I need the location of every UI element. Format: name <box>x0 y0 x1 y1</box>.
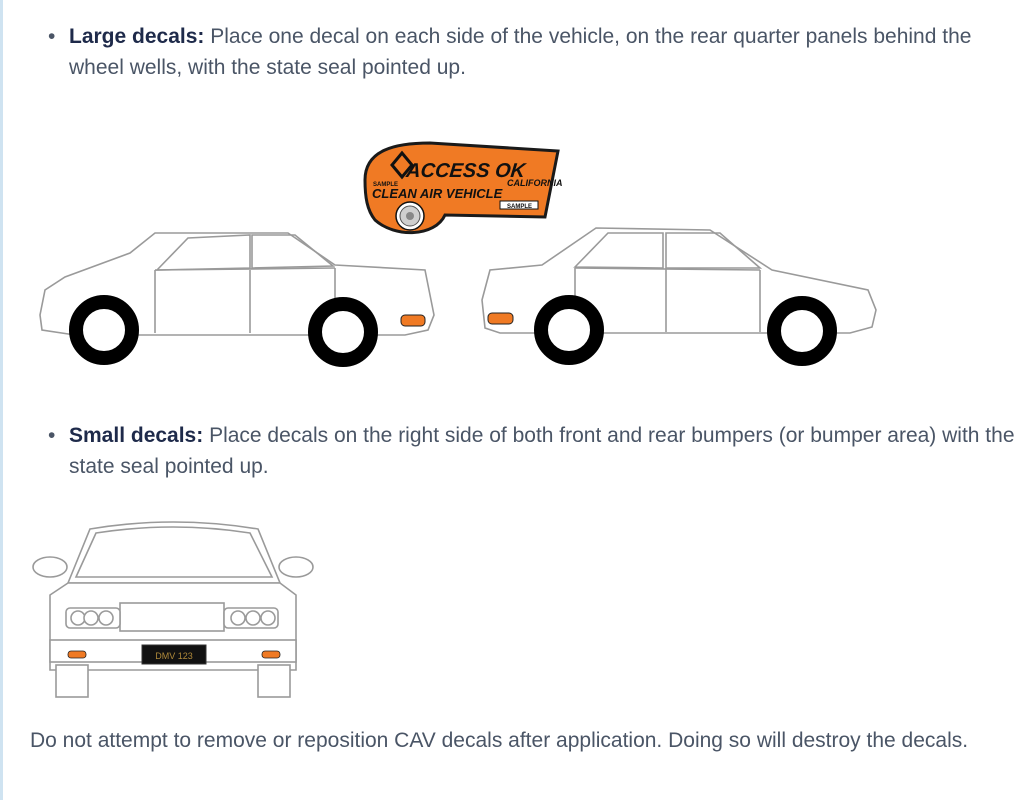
small-decals-item: • Small decals: Place decals on the righ… <box>48 420 1018 482</box>
wheel-icon <box>767 296 837 366</box>
side-mirror-left <box>32 556 68 578</box>
state-seal-icon <box>395 201 425 231</box>
bullet-icon: • <box>48 25 56 48</box>
bullet-icon: • <box>48 424 56 447</box>
small-decal-marker <box>400 314 426 327</box>
large-decals-label: Large decals: <box>69 25 205 48</box>
decal-sample: SAMPLE <box>373 182 398 188</box>
side-mirror-right <box>278 556 314 578</box>
wheel-icon <box>534 295 604 365</box>
decal-line1: ACCESS OK <box>404 160 528 182</box>
left-border <box>0 0 3 800</box>
wheel-icon <box>69 295 139 365</box>
decal-california: CALIFORNIA <box>507 178 563 188</box>
license-plate-text: DMV 123 <box>155 651 193 661</box>
decal-line2: CLEAN AIR VEHICLE <box>372 186 503 201</box>
large-decals-text: Place one decal on each side of the vehi… <box>69 25 972 79</box>
closing-paragraph: Do not attempt to remove or reposition C… <box>30 729 969 752</box>
license-plate: DMV 123 <box>141 644 207 665</box>
decal-sample-box: SAMPLE <box>507 204 532 210</box>
wheel-icon <box>308 297 378 367</box>
small-decal-marker <box>487 312 514 325</box>
large-decal-sample: ACCESS OK CALIFORNIA SAMPLE CLEAN AIR VE… <box>363 141 563 234</box>
small-decal-marker <box>67 650 87 659</box>
side-view-illustration: ACCESS OK CALIFORNIA SAMPLE CLEAN AIR VE… <box>39 141 877 367</box>
front-view-illustration: DMV 123 <box>32 521 314 698</box>
small-decals-text: Place decals on the right side of both f… <box>69 424 1015 478</box>
small-decals-label: Small decals: <box>69 424 204 447</box>
diamond-icon <box>390 150 414 180</box>
front-car <box>32 521 314 698</box>
small-decal-marker <box>261 650 281 659</box>
large-decals-item: • Large decals: Place one decal on each … <box>48 21 1018 83</box>
